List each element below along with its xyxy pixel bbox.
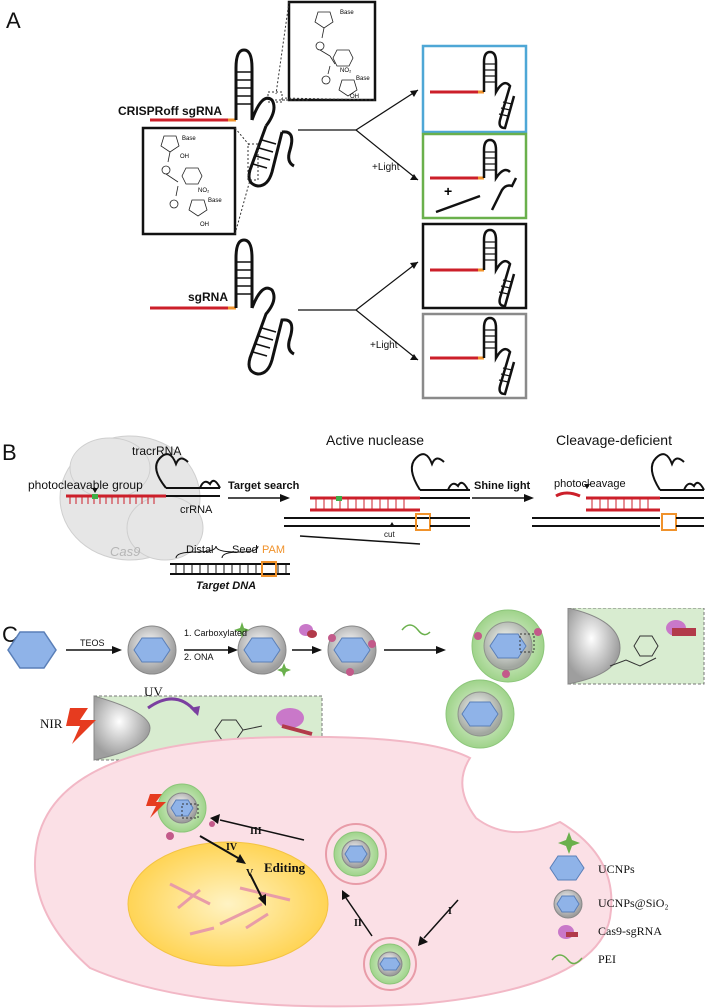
cell-membrane [34,735,613,1008]
crisproff-stemloop-1 [234,48,254,120]
chem-no2-left: NO₂ [198,188,210,194]
photocleavage-label: photocleavage [554,478,626,490]
result-box-green [421,132,528,220]
pam-label: PAM [262,544,286,556]
editing-label: Editing [264,860,306,875]
sgrna-label: sgRNA [188,290,229,304]
chem-no2-top: NO₂ [340,68,352,74]
chem-base-1: Base [340,10,354,16]
result-box-grey [421,312,528,400]
shine-light-label: Shine light [474,480,531,492]
cleavage-deficient-complex [532,453,705,531]
chem-base-3: Base [182,136,196,142]
chem-oh-top: OH [350,94,359,100]
chem-structure-box-left [141,126,237,236]
distal-label: Distal [186,544,214,556]
panel-b-letter: B [2,440,17,465]
panel-a-diagram: Base NO₂ Base OH Base OH NO₂ Base OH [141,0,528,400]
step-i-label: I [448,906,452,917]
step-iii-label: III [250,826,262,837]
seed-label: Seed [232,544,258,556]
chem-structure-left [160,135,208,217]
panel-a-letter: A [6,8,21,33]
legend-ucnp-icon [549,855,585,881]
step-iv-label: IV [226,842,238,853]
active-nuclease-complex [284,453,470,545]
chem-oh-left: OH [180,154,189,160]
legend-pei-icon [551,954,583,965]
panel-b-diagram: Cas9 [59,435,705,577]
chem-structure-box-top [287,0,377,102]
chromosomes [169,882,291,936]
ona-label: 2. ONA [184,652,214,662]
pei-strand-icon [401,624,431,636]
legend-linker-icon [558,832,580,854]
active-nuclease-title: Active nuclease [326,432,425,448]
step-ii-label: II [354,918,362,929]
legend-ucnps-label: UCNPs [598,862,635,876]
crisproff-stemloop-2 [247,125,284,188]
nir-lightning-icon [66,708,96,744]
ucnp-hexagon-start [7,631,57,669]
chem-base-2: Base [356,76,370,82]
carboxylated-label: 1. Carboxylated [184,628,248,638]
legend-ucnps-sio2-label: UCNPs@SiO₂ [598,896,669,910]
target-dna-label: Target DNA [196,580,257,592]
nir-label: NIR [40,716,63,731]
legend-cas9-label: Cas9-sgRNA [598,924,663,938]
legend-pei-label: PEI [598,952,616,966]
uv-label: UV [144,684,163,699]
target-dna [170,563,290,575]
photocleavable-group-label: photocleavable group [28,478,143,492]
cut-label: cut [384,530,395,539]
chem-oh-left-2: OH [200,222,209,228]
cas9-blob-icon [299,624,317,638]
step-v-label: V [246,868,254,879]
panel-c-diagram [7,608,705,1008]
result-box-blue [421,44,528,134]
crisproff-sgrna-label: CRISPRoff sgRNA [118,104,222,118]
endosome-particle [325,823,387,885]
chem-base-4: Base [208,198,222,204]
tracrrna-label: tracrRNA [132,444,182,458]
light-label-top: +Light [372,162,400,173]
plus-sign: + [444,183,452,199]
target-search-label: Target search [228,480,300,492]
cleavage-deficient-title: Cleavage-deficient [556,432,672,448]
chem-structure-top [314,11,358,97]
legend-cas9-icon [558,925,578,939]
teos-label: TEOS [80,638,105,648]
cas9-label: Cas9 [110,544,140,559]
light-label-bottom: +Light [370,340,398,351]
nucleus [127,841,329,967]
crrna-label: crRNA [180,504,213,516]
